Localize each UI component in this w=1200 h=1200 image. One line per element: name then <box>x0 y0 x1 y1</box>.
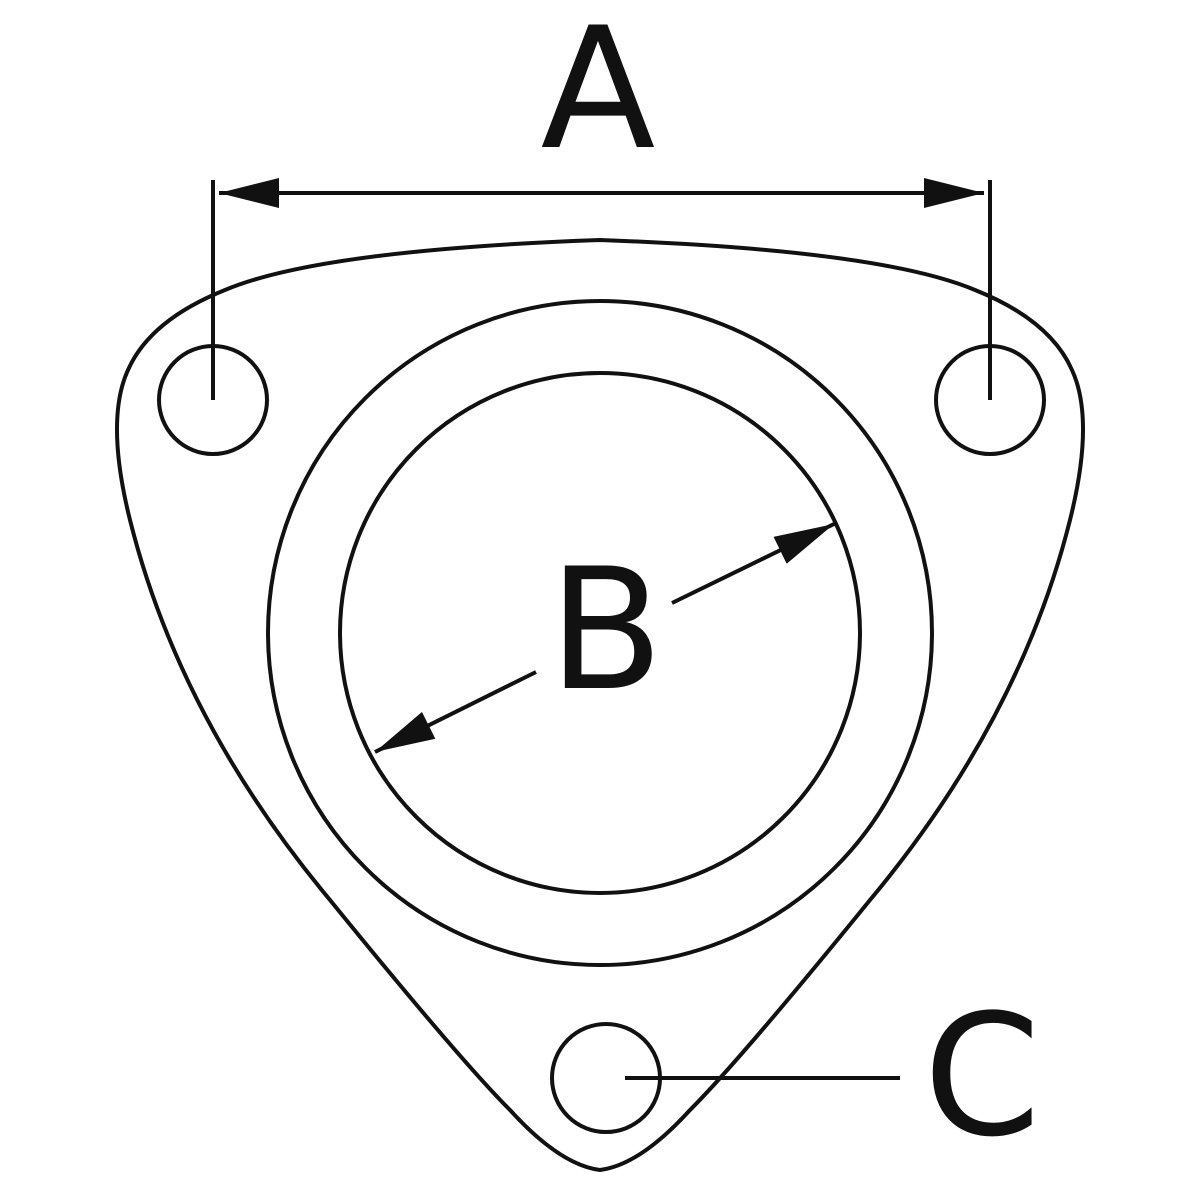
label-c: C <box>923 978 1040 1174</box>
flange-outline <box>114 237 1086 1173</box>
label-a: A <box>541 0 656 187</box>
inner-bore <box>338 371 862 895</box>
dimension-b-arrow-lower <box>374 670 537 754</box>
label-b: B <box>548 532 663 728</box>
dimension-b-arrow-upper <box>671 522 835 605</box>
outer-ring <box>266 299 934 967</box>
